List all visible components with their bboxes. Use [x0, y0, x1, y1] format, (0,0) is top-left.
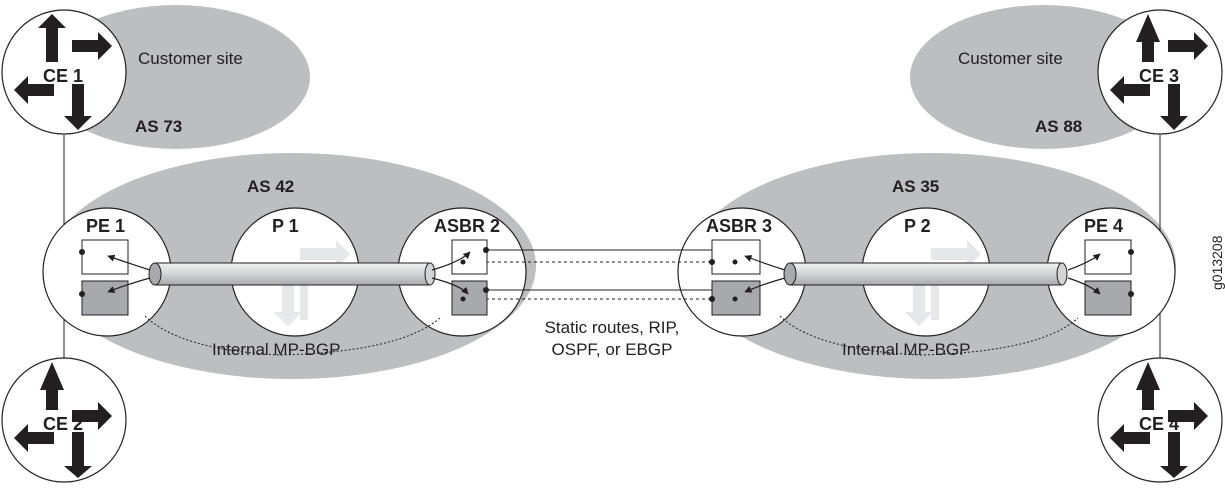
inter-as-label-line1: Static routes, RIP,: [545, 318, 680, 337]
router-ce2: CE 2: [1, 357, 127, 483]
lsp-tunnel-right: [783, 262, 1068, 286]
ibgp-label-left: Internal MP-BGP: [212, 340, 341, 359]
as35-label: AS 35: [892, 177, 939, 196]
lsp-tunnel-left: [148, 262, 436, 286]
p2-label: P 2: [904, 216, 931, 236]
p2-arrows-icon: [905, 240, 981, 326]
ce3-label: CE 3: [1139, 66, 1179, 86]
vrf-boxes: [81, 239, 1132, 316]
pe4-label: PE 4: [1084, 216, 1123, 236]
ibgp-arc-right: [779, 315, 1079, 356]
ce1-label: CE 1: [43, 66, 83, 86]
link-endpoint-dots: [79, 247, 1134, 302]
inter-as-links: [486, 249, 712, 300]
vrf-curve-arrows: [107, 251, 1101, 295]
ce4-label: CE 4: [1139, 414, 1179, 434]
ce4-arrows-icon: [1110, 362, 1208, 478]
inter-as-label-line2: OSPF, or EBGP: [552, 340, 673, 359]
asbr3-label: ASBR 3: [706, 216, 772, 236]
ce2-label: CE 2: [43, 414, 83, 434]
p1-arrows-icon: [274, 240, 350, 326]
router-ce3: CE 3: [1097, 9, 1223, 135]
ce3-arrows-icon: [1110, 14, 1208, 130]
asbr2-label: ASBR 2: [434, 216, 500, 236]
as88-label: AS 88: [1035, 117, 1082, 136]
router-ce1: CE 1: [1, 9, 127, 135]
as42-label: AS 42: [247, 177, 294, 196]
ce2-arrows-icon: [14, 362, 112, 478]
ibgp-label-right: Internal MP-BGP: [842, 340, 971, 359]
router-ce4: CE 4: [1097, 357, 1223, 483]
figure-id: g013208: [1209, 235, 1225, 290]
ce1-arrows-icon: [14, 14, 112, 130]
as73-label: AS 73: [135, 117, 182, 136]
customer-site-right-label: Customer site: [958, 49, 1063, 68]
pe1-label: PE 1: [86, 216, 125, 236]
p1-label: P 1: [272, 216, 299, 236]
customer-site-left-label: Customer site: [138, 49, 243, 68]
